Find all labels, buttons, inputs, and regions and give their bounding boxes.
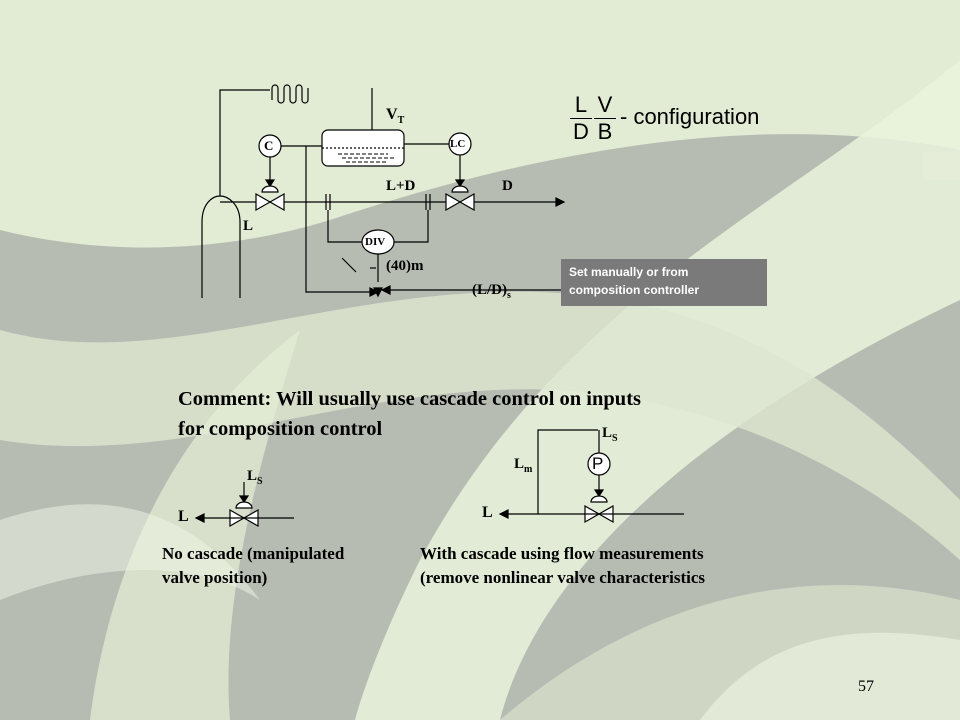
- no-cascade-ls-sub: S: [257, 476, 263, 487]
- no-cascade-caption-line1: No cascade (manipulated: [162, 544, 345, 563]
- fraction-ld: L D: [570, 92, 592, 145]
- setpoint-note-line2: composition controller: [569, 283, 700, 297]
- controller-c-label: C: [264, 138, 274, 153]
- fraction-vb: V B: [594, 92, 616, 145]
- ld-setpoint-label: (L/D)s: [472, 282, 511, 301]
- comment-line2: for composition control: [178, 418, 383, 440]
- cascade-ls-label: LS: [602, 425, 618, 444]
- cascade-p-label: P: [592, 454, 604, 473]
- gain-label: (40)m: [386, 258, 424, 274]
- lplusd-label: L+D: [386, 178, 416, 194]
- cascade-lm-main: L: [514, 456, 525, 472]
- fraction-ld-num: L: [574, 92, 588, 117]
- comment-text: Comment: Will usually use cascade contro…: [178, 384, 641, 444]
- fraction-vb-den: B: [594, 118, 616, 145]
- vapor-label-main: V: [386, 106, 398, 123]
- no-cascade-caption-line2: valve position): [162, 568, 268, 587]
- cascade-ls-main: L: [602, 425, 613, 441]
- fraction-ld-den: D: [570, 118, 592, 145]
- comment-line1: Comment: Will usually use cascade contro…: [178, 388, 642, 410]
- cascade-caption-line2: (remove nonlinear valve characteristics: [420, 568, 705, 587]
- configuration-suffix: - configuration: [620, 104, 760, 129]
- cascade-lm-sub: m: [524, 464, 533, 475]
- ld-setpoint-main: (L/D): [472, 282, 507, 298]
- level-controller-label: LC: [450, 138, 466, 150]
- fraction-vb-num: V: [597, 92, 613, 117]
- cascade-ls-sub: S: [612, 433, 618, 444]
- page-number: 57: [858, 678, 874, 695]
- ld-setpoint-sub: s: [507, 290, 511, 301]
- setpoint-note: Set manually or from composition control…: [561, 259, 767, 306]
- vapor-label-sub: T: [397, 115, 405, 126]
- no-cascade-ls-label: LS: [247, 468, 263, 487]
- distillation-column: [201, 195, 241, 298]
- distillate-label: D: [502, 178, 513, 194]
- no-cascade-ls-main: L: [247, 468, 258, 484]
- setpoint-note-line1: Set manually or from: [569, 265, 689, 279]
- cascade-lm-label: Lm: [514, 456, 532, 475]
- cascade-l-label: L: [482, 504, 493, 521]
- no-cascade-l-label: L: [178, 508, 189, 525]
- cascade-caption-line1: With cascade using flow measurements: [420, 544, 704, 563]
- vapor-label: VT: [386, 106, 404, 126]
- no-cascade-caption: No cascade (manipulated valve position): [162, 542, 344, 590]
- condenser-coil: [271, 84, 309, 104]
- decorative-tab: [923, 152, 960, 180]
- divider-label: DIV: [365, 236, 386, 248]
- cascade-caption: With cascade using flow measurements (re…: [420, 542, 705, 590]
- reflux-label: L: [243, 218, 254, 234]
